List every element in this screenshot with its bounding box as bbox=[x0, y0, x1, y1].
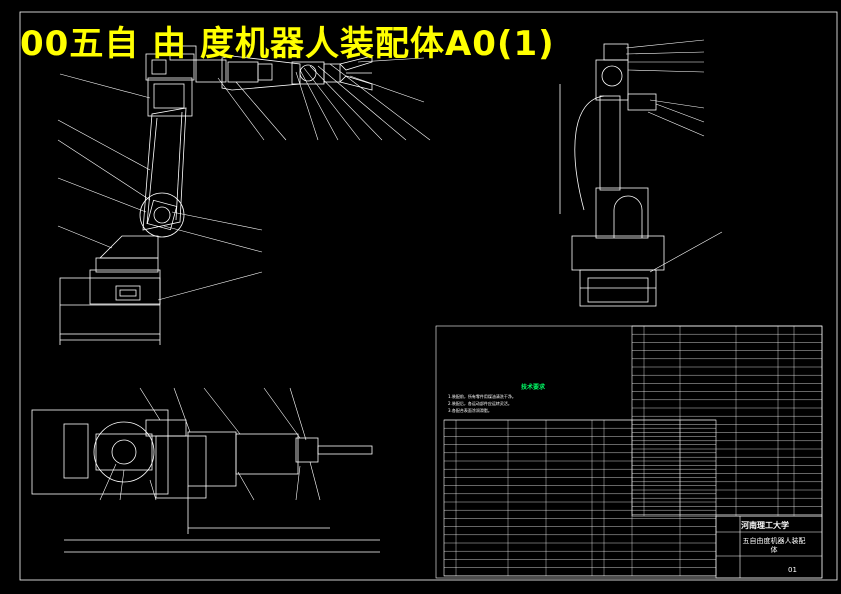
front-shoulder bbox=[147, 77, 193, 117]
side-leaders bbox=[625, 39, 723, 273]
top-lower-arm bbox=[155, 435, 207, 499]
top-leaders bbox=[99, 387, 321, 501]
front-lower-arm bbox=[142, 107, 187, 231]
drawing-number: 01 bbox=[788, 566, 797, 574]
top-waist bbox=[93, 421, 155, 483]
parts-list-grid bbox=[444, 325, 822, 576]
front-lower-joint bbox=[139, 192, 185, 238]
technical-notes: 技术要求 1.装配前，所有零件用煤油清洗干净。 2.装配后，各运动部件应运转灵活… bbox=[448, 384, 618, 414]
top-gripper bbox=[317, 445, 373, 455]
front-base-plate bbox=[59, 277, 161, 335]
notes-line-2: 2.装配后，各运动部件应运转灵活。 bbox=[448, 401, 512, 406]
school-name: 河南理工大学 bbox=[741, 521, 789, 530]
title-block bbox=[715, 515, 823, 579]
side-view bbox=[559, 39, 723, 307]
sheet-border bbox=[19, 11, 838, 581]
side-pedestal bbox=[595, 187, 649, 239]
drawing-title: 00五自 由 度机器人装配体A0(1) bbox=[20, 24, 555, 64]
notes-heading: 技术要求 bbox=[520, 384, 545, 391]
front-view bbox=[57, 45, 431, 345]
notes-line-3: 3.各配合表面涂润滑脂。 bbox=[448, 408, 492, 413]
top-upper-arm bbox=[235, 433, 299, 475]
drawing-name: 五自由度机器人装配体 bbox=[742, 537, 806, 554]
front-gripper bbox=[339, 55, 373, 71]
side-base bbox=[571, 235, 665, 271]
top-view bbox=[31, 387, 380, 553]
front-leaders bbox=[57, 57, 431, 301]
notes-line-1: 1.装配前，所有零件用煤油清洗干净。 bbox=[448, 394, 516, 399]
front-upper-arm bbox=[195, 59, 227, 83]
top-base bbox=[31, 409, 169, 495]
front-pedestal bbox=[99, 235, 159, 259]
side-arm bbox=[599, 95, 621, 191]
